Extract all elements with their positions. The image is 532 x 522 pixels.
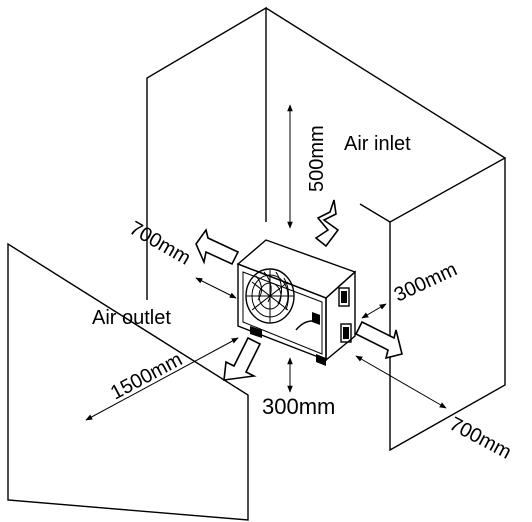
label-dim-right-front: 700mm bbox=[446, 413, 515, 464]
heat-pump-unit-icon bbox=[236, 239, 357, 366]
back-wall-box bbox=[146, 6, 507, 452]
label-dim-front: 1500mm bbox=[107, 348, 186, 404]
fan-grille-icon bbox=[245, 268, 295, 324]
label-dim-top: 500mm bbox=[306, 125, 328, 192]
label-dim-left: 700mm bbox=[126, 217, 195, 269]
airflow-arrow-icon bbox=[195, 199, 403, 381]
dim-left-line bbox=[195, 277, 237, 299]
label-dim-bottom: 300mm bbox=[262, 394, 335, 419]
dim-right-side-line bbox=[361, 303, 387, 319]
dim-front-line bbox=[85, 337, 239, 421]
label-air-inlet: Air inlet bbox=[344, 133, 411, 155]
label-dim-right-side: 300mm bbox=[391, 258, 461, 306]
dim-right-front-line bbox=[355, 355, 447, 409]
label-air-outlet: Air outlet bbox=[92, 307, 171, 329]
